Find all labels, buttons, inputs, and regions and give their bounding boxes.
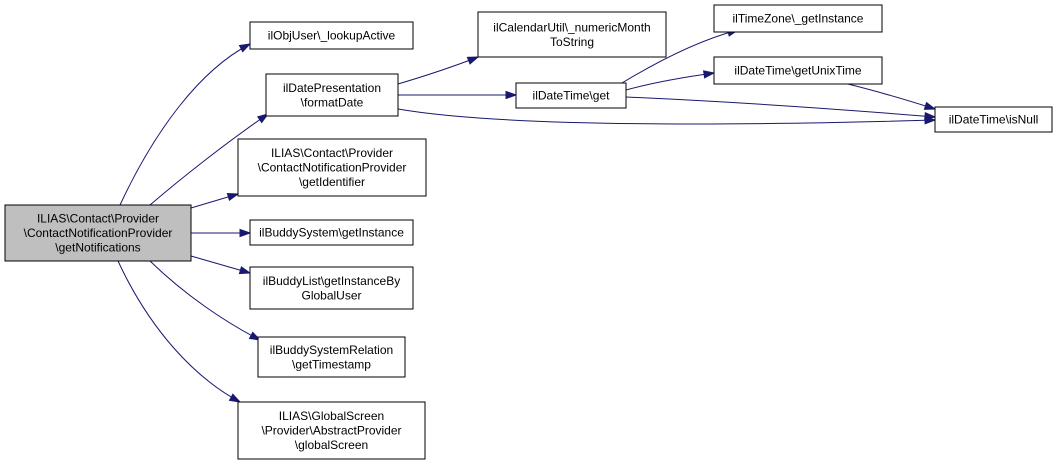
edge-line <box>625 96 936 118</box>
edge-root-to-getIdentifier <box>190 192 240 209</box>
arrow-head <box>923 101 937 110</box>
node-label-line: ilDateTime\isNull <box>949 113 1039 127</box>
node-box <box>934 106 1053 133</box>
node-label-line: \ContactNotificationProvider <box>258 161 407 175</box>
arrow-head <box>226 192 240 202</box>
node-box <box>257 336 406 378</box>
arrow-head <box>248 331 262 341</box>
node-tzGetInstance[interactable]: ilTimeZone\_getInstance <box>713 4 883 33</box>
edge-line <box>397 56 479 85</box>
edge-line <box>397 108 936 125</box>
node-box <box>477 11 667 58</box>
arrow-head <box>228 393 242 403</box>
node-root[interactable]: ILIAS\Contact\Provider\ContactNotificati… <box>4 204 192 262</box>
edge-line <box>119 43 251 206</box>
node-label-line: \formatDate <box>301 95 364 109</box>
edge-dtGet-to-getUnixTime <box>625 70 716 91</box>
node-label-line: ilBuddySystem\getInstance <box>259 226 404 240</box>
node-box <box>713 56 883 85</box>
node-label-line: ilDateTime\get <box>533 89 611 103</box>
edge-line <box>149 260 261 341</box>
node-label-line: GlobalUser <box>301 288 361 302</box>
arrow-head <box>466 56 480 65</box>
node-box <box>249 219 414 246</box>
edge-line <box>847 83 936 110</box>
node-label-line: ilBuddySystemRelation <box>270 343 393 357</box>
node-getIdentifier[interactable]: ILIAS\Contact\Provider\ContactNotificati… <box>237 138 427 197</box>
node-bsGetInstance[interactable]: ilBuddySystem\getInstance <box>249 219 414 246</box>
node-label-line: ilTimeZone\_getInstance <box>733 12 864 26</box>
arrow-head <box>238 43 252 53</box>
node-label-line: ilDateTime\getUnixTime <box>734 64 861 78</box>
arrow-head <box>505 90 518 100</box>
node-box <box>4 204 192 262</box>
edge-line <box>117 260 241 403</box>
node-globalScreen[interactable]: ILIAS\GlobalScreen\Provider\AbstractProv… <box>237 401 426 460</box>
node-getUnixTime[interactable]: ilDateTime\getUnixTime <box>713 56 883 85</box>
node-label-line: \Provider\AbstractProvider <box>261 424 401 438</box>
arrow-head <box>924 111 937 121</box>
node-label-line: ilDatePresentation <box>283 81 381 95</box>
node-formatDate[interactable]: ilDatePresentation\formatDate <box>265 73 399 117</box>
edge-line <box>625 72 715 91</box>
node-box <box>265 73 399 117</box>
edge-getUnixTime-to-isNull <box>847 83 937 110</box>
edge-root-to-getTimestamp <box>149 260 262 341</box>
edge-root-to-lookupActive <box>119 43 252 206</box>
edge-formatDate-to-numericMonth <box>397 56 480 85</box>
node-isNull[interactable]: ilDateTime\isNull <box>934 106 1053 133</box>
edge-dtGet-to-isNull <box>625 96 937 121</box>
edge-formatDate-to-isNull <box>397 108 937 125</box>
node-dtGet[interactable]: ilDateTime\get <box>515 82 627 109</box>
node-box <box>713 4 883 33</box>
edge-line <box>149 113 269 206</box>
edge-root-to-globalScreen <box>117 260 242 403</box>
node-label-line: ILIAS\Contact\Provider <box>37 212 159 226</box>
node-label-line: ILIAS\Contact\Provider <box>271 146 393 160</box>
node-getTimestamp[interactable]: ilBuddySystemRelation\getTimestamp <box>257 336 406 378</box>
node-label-line: \getTimestamp <box>292 357 371 371</box>
node-box <box>249 266 414 310</box>
node-label-line: \getNotifications <box>55 241 140 255</box>
node-label-line: ToString <box>550 35 594 49</box>
node-box <box>237 401 426 460</box>
node-label-line: \globalScreen <box>295 438 368 452</box>
node-box <box>237 138 427 197</box>
arrow-head <box>238 266 252 275</box>
arrow-head <box>256 113 270 124</box>
node-label-line: \getIdentifier <box>299 175 365 189</box>
edge-root-to-formatDate <box>149 113 270 206</box>
edge-formatDate-to-dtGet <box>398 90 518 100</box>
edge-root-to-bsGetInstance <box>191 228 252 238</box>
arrow-head <box>703 70 716 79</box>
node-lookupActive[interactable]: ilObjUser\_lookupActive <box>249 21 414 50</box>
node-label-line: ilBuddyList\getInstanceBy <box>263 274 400 288</box>
node-label-line: ilObjUser\_lookupActive <box>268 29 396 43</box>
edge-root-to-blGetInstance <box>190 255 252 275</box>
node-label-line: \ContactNotificationProvider <box>24 226 173 240</box>
edge-line <box>621 29 739 84</box>
node-label-line: ILIAS\GlobalScreen <box>279 409 384 423</box>
node-box <box>249 21 414 50</box>
node-label-line: ilCalendarUtil\_numericMonth <box>493 20 650 34</box>
arrow-head <box>239 228 252 238</box>
node-box <box>515 82 627 109</box>
